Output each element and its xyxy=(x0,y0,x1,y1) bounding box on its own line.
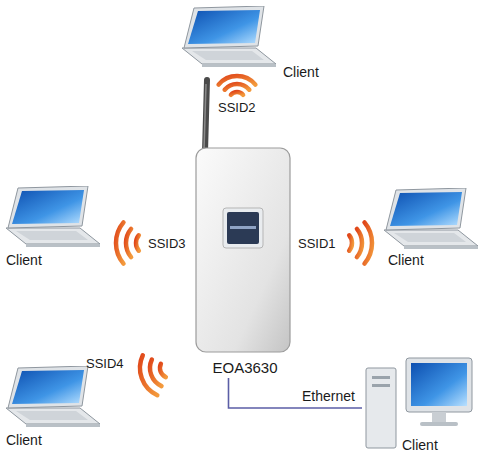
ssid-label: SSID4 xyxy=(86,356,124,371)
monitor-screen xyxy=(411,363,467,406)
signal-arc xyxy=(160,364,166,377)
signal-arc xyxy=(231,92,243,95)
device-name: EOA3630 xyxy=(190,359,300,376)
client-name: Client xyxy=(6,252,42,268)
client-label: Client xyxy=(6,432,42,448)
monitor-base xyxy=(420,422,458,426)
signal-arc xyxy=(219,76,256,85)
antenna xyxy=(204,80,207,152)
signal-arc xyxy=(349,235,352,250)
antenna xyxy=(205,80,207,152)
signal-arc xyxy=(225,84,250,90)
access-point-body xyxy=(196,148,290,352)
laptop-icon xyxy=(182,6,276,67)
ssid-label: SSID1 xyxy=(298,236,336,251)
ssid-label: SSID3 xyxy=(148,236,186,251)
laptop-icon xyxy=(384,188,478,249)
signal-arc xyxy=(126,229,131,257)
desktop-icon xyxy=(366,358,472,448)
connection-label: Ethernet xyxy=(300,388,357,404)
signal-arc xyxy=(150,360,161,387)
client-label: Client xyxy=(6,252,42,268)
laptop-icon xyxy=(6,186,100,247)
monitor-stand xyxy=(432,412,446,422)
monitor xyxy=(406,358,472,412)
laptop-icon xyxy=(6,6,478,427)
desktop-client: Client xyxy=(362,358,478,456)
signal-arc xyxy=(116,222,124,263)
access-point: EOA3630 xyxy=(190,148,300,378)
signal-arc xyxy=(136,235,139,250)
pc-drive xyxy=(372,376,390,379)
signal-arc xyxy=(357,229,362,257)
pc-tower xyxy=(366,368,396,448)
client-name: Client xyxy=(6,432,42,448)
ssid-label: SSID2 xyxy=(218,100,256,115)
badge-mark xyxy=(230,226,256,229)
ethernet-cable xyxy=(229,378,363,408)
wireless-signal xyxy=(116,76,372,395)
client-label: Client xyxy=(388,252,424,268)
laptop-icon xyxy=(6,366,100,427)
client-name: Client xyxy=(388,252,424,268)
badge xyxy=(227,212,259,244)
signal-arc xyxy=(140,355,157,395)
antenna-highlight xyxy=(204,84,206,150)
access-point-housing xyxy=(196,148,290,352)
client-name: Client xyxy=(402,437,438,453)
badge-frame xyxy=(223,208,263,248)
pc-drive xyxy=(372,384,390,387)
client-name: Client xyxy=(283,64,319,80)
signal-arc xyxy=(365,222,373,263)
client-label: Client xyxy=(283,64,319,80)
